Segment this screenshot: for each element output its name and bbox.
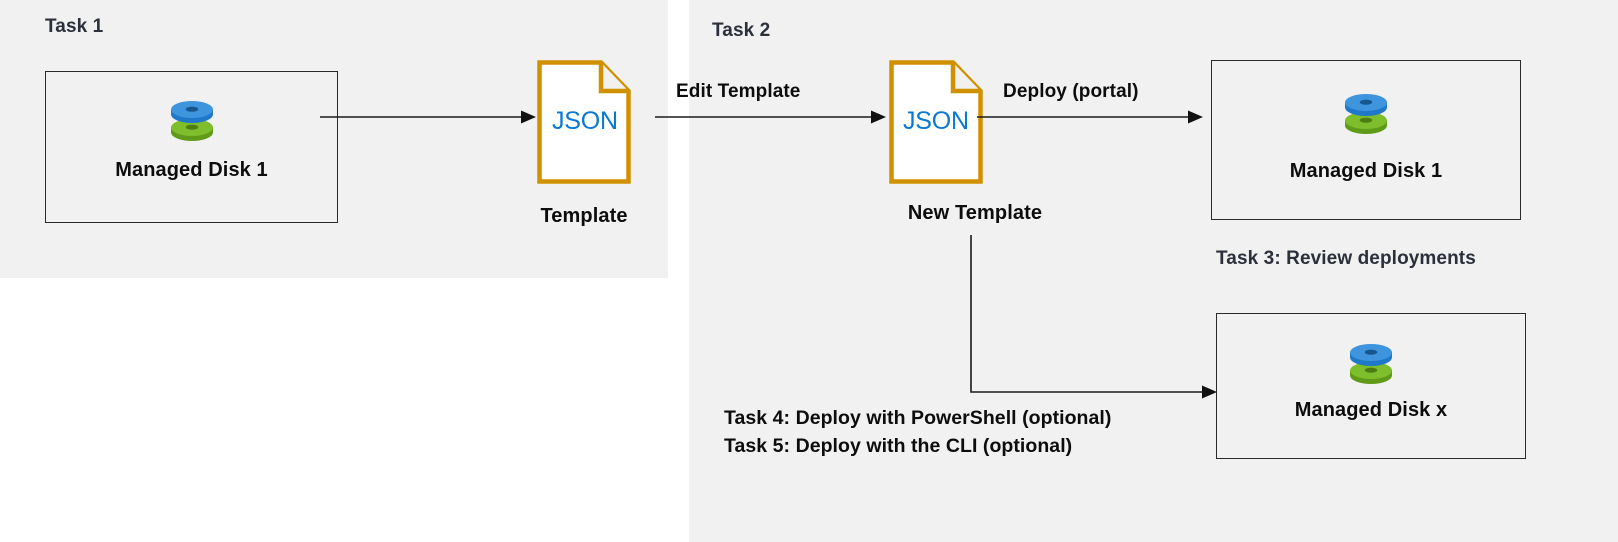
edge-new-template-to-diskx [930, 235, 1260, 410]
managed-disk-1-box-left [45, 71, 338, 223]
json-document-icon [537, 60, 631, 184]
managed-disk-x-box [1216, 313, 1526, 459]
task1-heading: Task 1 [45, 16, 104, 37]
managed-disk-1-caption-right: Managed Disk 1 [1289, 160, 1443, 182]
edge-label-edit-template: Edit Template [676, 81, 801, 102]
managed-disk-icon [1343, 335, 1399, 391]
managed-disk-1-box-right [1211, 60, 1521, 220]
json-label-left: JSON [552, 107, 618, 135]
task3-heading: Task 3: Review deployments [1216, 248, 1476, 269]
managed-disk-x-caption: Managed Disk x [1294, 399, 1448, 421]
edge-disk-to-template [320, 107, 540, 127]
edge-label-deploy-portal: Deploy (portal) [1003, 81, 1139, 102]
json-document-icon [889, 60, 983, 184]
task4-label: Task 4: Deploy with PowerShell (optional… [724, 407, 1112, 429]
template-caption-left: Template [540, 205, 628, 227]
new-template-caption: New Template [907, 202, 1043, 224]
task2-heading: Task 2 [712, 20, 771, 41]
json-label-new: JSON [903, 107, 969, 135]
edge-new-template-to-disk1 [977, 107, 1207, 127]
managed-disk-1-caption-left: Managed Disk 1 [115, 159, 268, 181]
managed-disk-icon [164, 92, 220, 148]
edge-template-to-new-template [655, 107, 890, 127]
task5-label: Task 5: Deploy with the CLI (optional) [724, 435, 1073, 457]
managed-disk-icon [1338, 85, 1394, 141]
task2-panel [689, 0, 1618, 542]
